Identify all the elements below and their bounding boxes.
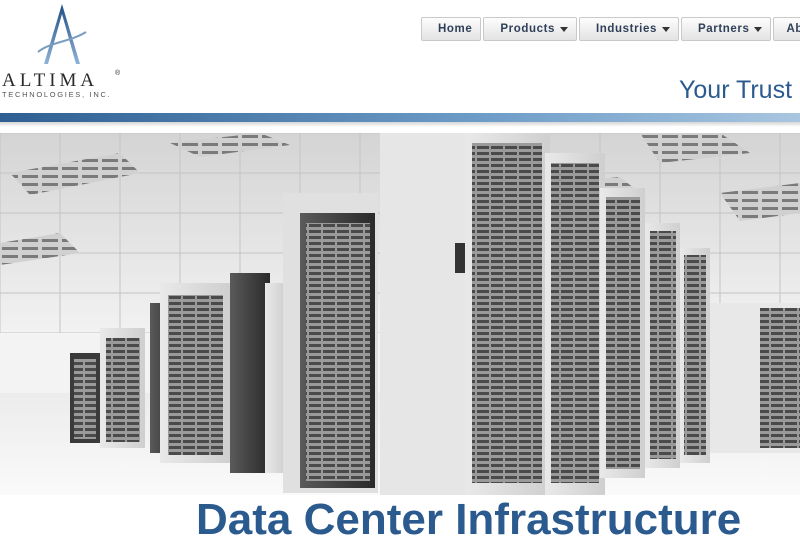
- caret-down-icon: [754, 26, 763, 32]
- header-divider: [0, 113, 800, 122]
- nav-products[interactable]: Products: [483, 17, 578, 41]
- main-nav: Home Products Industries Partners About: [421, 17, 800, 43]
- server-room-illustration: [0, 133, 800, 495]
- nav-industries[interactable]: Industries: [579, 17, 679, 41]
- logo-subtitle: TECHNOLOGIES, INC.: [2, 90, 112, 99]
- nav-industries-label: Industries: [596, 23, 657, 35]
- nav-partners[interactable]: Partners: [680, 17, 772, 41]
- logo-mark-icon: [37, 4, 87, 64]
- caret-down-icon: [661, 26, 670, 32]
- nav-home-label: Home: [438, 23, 473, 35]
- nav-products-label: Products: [500, 23, 556, 35]
- altima-logo[interactable]: ALTIMA ® TECHNOLOGIES, INC.: [0, 0, 130, 108]
- nav-partners-label: Partners: [697, 23, 750, 35]
- registered-mark: ®: [115, 70, 121, 77]
- logo-wordmark: ALTIMA: [2, 70, 99, 91]
- hero-image: [0, 133, 800, 495]
- page-headline: Data Center Infrastructure: [196, 495, 742, 544]
- nav-about[interactable]: About: [773, 17, 800, 41]
- caret-down-icon: [560, 26, 569, 32]
- nav-about-label: About: [786, 23, 800, 35]
- header-divider-shadow: [0, 122, 800, 127]
- tagline: Your Trust: [679, 76, 793, 104]
- nav-home[interactable]: Home: [421, 17, 482, 41]
